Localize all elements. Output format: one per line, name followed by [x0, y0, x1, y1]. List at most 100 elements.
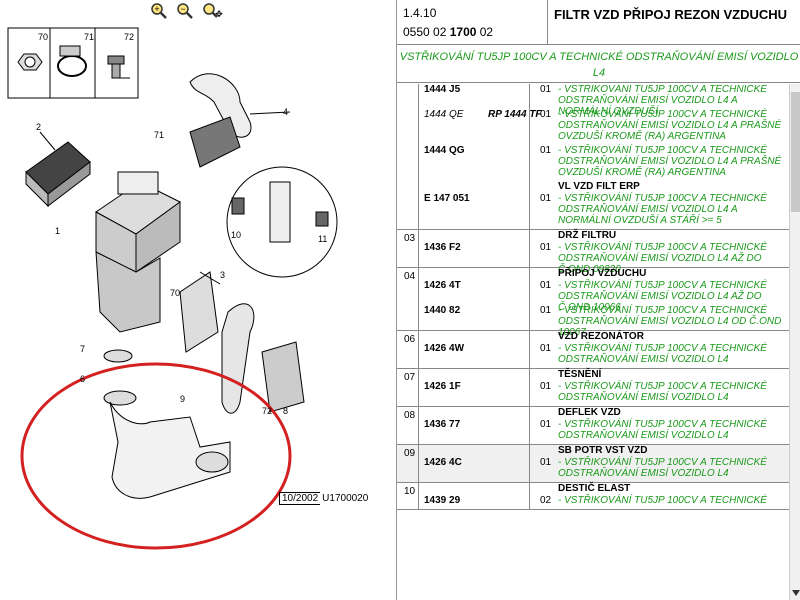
- part-group-row[interactable]: 07 TĚSNĚNÍ 1426 1F 01 - VSTŘIKOVÁNÍ TU5JP 10…: [397, 369, 789, 407]
- part-reference-link[interactable]: 1426 4C: [424, 457, 462, 468]
- part-name: DEFLEK VZD: [558, 407, 621, 418]
- diagram-date: 10/2002: [279, 492, 321, 505]
- callout-10: 10: [231, 230, 241, 240]
- part-reference-link[interactable]: E 147 051: [424, 193, 470, 204]
- part-reference-link[interactable]: 1439 29: [424, 495, 461, 506]
- part-applicability: - VSTŘIKOVÁNÍ TU5JP 100CV A TECHNICKÉ OD…: [558, 457, 767, 479]
- scrollbar-thumb[interactable]: [791, 92, 800, 212]
- scroll-down-arrow-icon[interactable]: [792, 590, 800, 596]
- clamp-part-71: [57, 45, 87, 77]
- part-applicability: - VSTŘIKOVÁNÍ TU5JP 100CV A TECHNICKÉ OD…: [558, 242, 767, 275]
- part-name: TĚSNĚNÍ: [558, 369, 602, 380]
- intake-hose-4: [189, 73, 291, 168]
- callout-71a: 71: [84, 32, 94, 42]
- group-number: 08: [397, 407, 419, 444]
- group-number: 04: [397, 268, 419, 330]
- group-number: [397, 84, 419, 229]
- part-quantity: 01: [540, 109, 552, 120]
- part-applicability: - VSTŘIKOVÁNÍ TU5JP 100CV A TECHNICKÉ OD…: [558, 343, 767, 365]
- svg-text:−: −: [180, 4, 185, 14]
- diagram-panel: + − ✥: [0, 0, 376, 600]
- pan-icon[interactable]: ✥: [202, 2, 224, 20]
- parts-list-panel: 1.4.10 0550 02 1700 02 FILTR VZD PŘIPOJ …: [396, 0, 800, 600]
- detail-bracket: [231, 181, 329, 243]
- callout-8: 8: [283, 406, 288, 416]
- diagram-code: U1700020: [322, 493, 369, 504]
- part-quantity: 01: [540, 193, 552, 204]
- nut-part-70: [17, 53, 43, 71]
- callout-3: 3: [220, 270, 225, 280]
- part-reference-link[interactable]: 1440 82: [424, 305, 461, 316]
- bracket-part-3: [179, 271, 221, 353]
- part-group-row[interactable]: 04 PŘIPOJ VZDUCHU 1426 4T 01 - VSTŘIKOVÁNÍ T…: [397, 268, 789, 338]
- part-name: VL VZD FILT ERP: [558, 181, 640, 192]
- part-quantity: 01: [540, 145, 552, 156]
- part-quantity: 01: [540, 84, 552, 95]
- part-applicability: - VSTŘIKOVÁNÍ TU5JP 100CV A TECHNICKÉ OD…: [558, 145, 782, 178]
- parts-header: 1.4.10 0550 02 1700 02 FILTR VZD PŘIPOJ …: [397, 0, 800, 45]
- part-group-row[interactable]: 06 VZD REZONÁTOR 1426 4W 01 - VSTŘIKOVÁNÍ TU…: [397, 331, 789, 369]
- part-reference-link[interactable]: 1426 4T: [424, 280, 461, 291]
- part-applicability: - VSTŘIKOVÁNÍ TU5JP 100CV A TECHNICKÉ: [558, 495, 767, 506]
- filter-element-2: [25, 131, 91, 208]
- scrollbar[interactable]: [789, 84, 800, 600]
- group-number: 09: [397, 445, 419, 482]
- assembly-title: FILTR VZD PŘIPOJ REZON VZDUCHU: [554, 7, 788, 22]
- part-applicability: - VSTŘIKOVÁNÍ TU5JP 100CV A TECHNICKÉ OD…: [558, 193, 767, 226]
- part-reference-link[interactable]: 1426 4W: [424, 343, 465, 354]
- air-filter-housing-1: [95, 171, 181, 333]
- callout-70a: 70: [38, 32, 48, 42]
- replacement-reference[interactable]: RP 1444 TF: [488, 109, 542, 120]
- part-group-row[interactable]: 1444 J5 01 - VSTŘIKOVÁNÍ TU5JP 100CV A TEC…: [397, 84, 789, 230]
- part-quantity: 01: [540, 419, 552, 430]
- part-applicability: - VSTŘIKOVÁNÍ TU5JP 100CV A TECHNICKÉ OD…: [558, 305, 782, 338]
- part-name: DESTIČ ELAST: [558, 483, 631, 494]
- deflector-8: [261, 341, 305, 413]
- part-quantity: 01: [540, 305, 552, 316]
- part-reference-link[interactable]: 1426 1F: [424, 381, 461, 392]
- part-group-row[interactable]: 09 SB POTR VST VZD 1426 4C 01 - VSTŘIKOVÁNÍ …: [397, 445, 789, 483]
- part-quantity: 01: [540, 242, 552, 253]
- part-group-row[interactable]: 03 DRŽ FILTRU 1436 F2 01 - VSTŘIKOVÁNÍ TU5JP…: [397, 230, 789, 275]
- group-number: 03: [397, 230, 419, 267]
- group-number: 07: [397, 369, 419, 406]
- callout-7: 7: [80, 344, 85, 354]
- part-reference-link[interactable]: 1436 77: [424, 419, 461, 430]
- part-reference-link[interactable]: 1444 J5: [424, 84, 461, 95]
- parts-inset-box: [7, 27, 139, 99]
- callout-72b: 72: [262, 406, 272, 416]
- group-number: 06: [397, 331, 419, 368]
- group-number: 10: [397, 483, 419, 509]
- part-reference-link[interactable]: 1444 QG: [424, 145, 465, 156]
- zoom-in-icon[interactable]: +: [150, 2, 168, 20]
- part-name: SB POTR VST VZD: [558, 445, 648, 456]
- part-name: DRŽ FILTRU: [558, 230, 617, 241]
- callout-1: 1: [55, 226, 60, 236]
- part-name: PŘIPOJ VZDUCHU: [558, 268, 647, 279]
- parts-list: 1444 J5 01 - VSTŘIKOVÁNÍ TU5JP 100CV A TEC…: [397, 84, 789, 600]
- svg-text:+: +: [154, 4, 159, 14]
- part-name: VZD REZONÁTOR: [558, 331, 644, 342]
- callout-70b: 70: [170, 288, 180, 298]
- part-group-row[interactable]: 10 DESTIČ ELAST 1439 29 02 - VSTŘIKOVÁNÍ TU5…: [397, 483, 789, 510]
- part-reference-link[interactable]: 1436 F2: [424, 242, 461, 253]
- variant-description: VSTŘIKOVÁNÍ TU5JP 100CV A TECHNICKÉ ODST…: [397, 45, 800, 83]
- highlight-circle: [20, 362, 292, 550]
- exploded-parts-diagram: 70 71 72 2 1 71 4 10 11 3 70 7 6 9 72 8: [7, 27, 338, 550]
- callout-11: 11: [318, 234, 327, 244]
- callout-71b: 71: [154, 130, 164, 140]
- part-quantity: 01: [540, 343, 552, 354]
- assembly-number: 0550 02 1700 02: [403, 25, 494, 39]
- callout-6: 6: [80, 374, 85, 384]
- bolt-part-72: [107, 55, 130, 79]
- callout-9: 9: [180, 394, 185, 404]
- part-quantity: 01: [540, 457, 552, 468]
- part-applicability: - VSTŘIKOVÁNÍ TU5JP 100CV A TECHNICKÉ OD…: [558, 84, 767, 117]
- part-quantity: 02: [540, 495, 552, 506]
- part-applicability: - VSTŘIKOVÁNÍ TU5JP 100CV A TECHNICKÉ OD…: [558, 109, 782, 142]
- part-applicability: - VSTŘIKOVÁNÍ TU5JP 100CV A TECHNICKÉ OD…: [558, 381, 767, 403]
- part-reference-link[interactable]: 1444 QE: [424, 109, 464, 120]
- zoom-out-icon[interactable]: −: [176, 2, 194, 20]
- part-quantity: 01: [540, 381, 552, 392]
